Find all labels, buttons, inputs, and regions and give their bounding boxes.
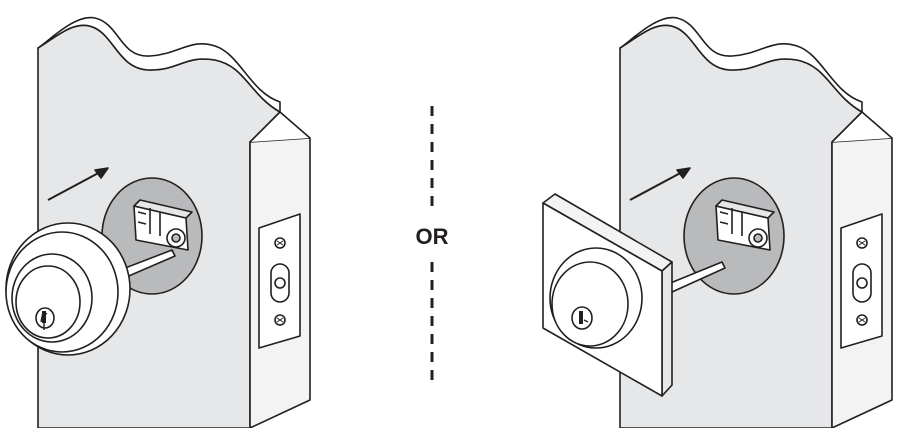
door-top-cut-right	[619, 16, 863, 113]
strike-plate-left	[258, 213, 301, 349]
strike-plate-right	[840, 213, 883, 349]
round-deadbolt-rose	[5, 222, 131, 356]
panel-round-rose	[5, 16, 311, 428]
latch-mechanism-left	[133, 199, 193, 251]
door-top-cut-left	[37, 16, 281, 113]
panel-square-rose	[542, 16, 893, 428]
insert-arrow-left	[47, 167, 109, 201]
keyhole-icon	[579, 311, 583, 324]
insert-arrow-right	[629, 167, 691, 201]
latch-mechanism-right	[715, 199, 775, 251]
keyhole-icon	[42, 311, 46, 323]
square-deadbolt-rose	[542, 193, 673, 397]
or-label: OR	[415, 224, 449, 249]
